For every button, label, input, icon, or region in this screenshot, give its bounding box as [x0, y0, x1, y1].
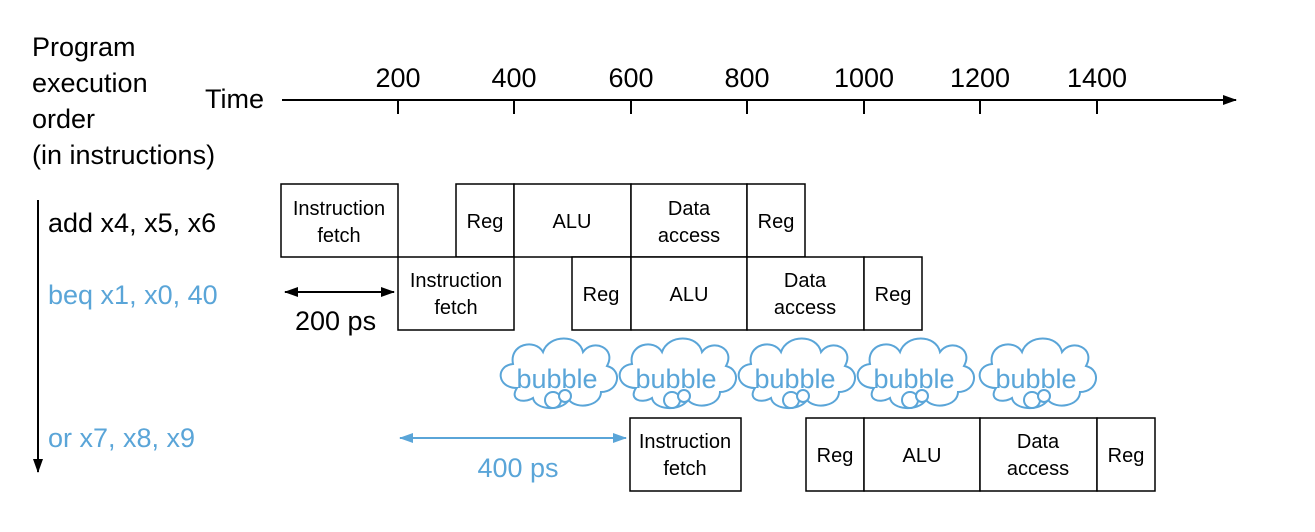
stage-label: ALU	[553, 211, 592, 233]
pipeline-row-add	[280, 183, 806, 258]
stage-reg-read	[805, 417, 865, 492]
stage-label: Data	[1017, 431, 1060, 453]
tick-label: 1200	[950, 63, 1010, 93]
stage-label: ALU	[903, 445, 942, 467]
stage-reg-read	[571, 256, 632, 331]
stage-label: Reg	[817, 445, 854, 467]
instruction-add: add x4, x5, x6	[48, 208, 216, 238]
tick-label: 200	[375, 63, 420, 93]
tick-label: 1000	[834, 63, 894, 93]
stage-alu	[630, 256, 748, 331]
stage-alu	[863, 417, 981, 492]
bubble-label: bubble	[995, 364, 1076, 394]
stage-data-access	[746, 256, 865, 331]
bubble-label: bubble	[873, 364, 954, 394]
bubble-label: bubble	[635, 364, 716, 394]
order-line-1: Program	[32, 32, 136, 62]
stage-label: Data	[784, 270, 827, 292]
order-line-3: order	[32, 104, 95, 134]
tick-label: 1400	[1067, 63, 1127, 93]
gap-400-label: 400 ps	[477, 453, 558, 483]
stage-label: access	[774, 297, 836, 319]
stage-label: Instruction	[410, 270, 502, 292]
bubble-label: bubble	[516, 364, 597, 394]
order-heading: Program execution order (in instructions…	[32, 32, 215, 170]
stage-label: access	[658, 225, 720, 247]
stage-label: Reg	[583, 284, 620, 306]
stage-label: Data	[668, 198, 711, 220]
stage-label: access	[1007, 458, 1069, 480]
stage-label: Instruction	[639, 431, 731, 453]
bubble-label: bubble	[754, 364, 835, 394]
stage-label: Reg	[467, 211, 504, 233]
instruction-or: or x7, x8, x9	[48, 423, 195, 453]
stage-label: Reg	[758, 211, 795, 233]
tick-label: 600	[608, 63, 653, 93]
stage-reg-write	[863, 256, 923, 331]
tick-label: 800	[724, 63, 769, 93]
time-ticks: 200 400 600 800 1000 1200 1400	[375, 63, 1127, 114]
stage-label: ALU	[670, 284, 709, 306]
stage-label: Reg	[1108, 445, 1145, 467]
gap-200-label: 200 ps	[295, 306, 376, 336]
stage-data-access	[979, 417, 1098, 492]
tick-label: 400	[491, 63, 536, 93]
stage-label: fetch	[434, 297, 477, 319]
stage-reg-write	[1096, 417, 1156, 492]
pipeline-row-beq	[397, 256, 923, 331]
order-line-4: (in instructions)	[32, 140, 215, 170]
pipeline-row-or	[629, 417, 1156, 492]
stage-label: fetch	[317, 225, 360, 247]
stage-instruction-fetch	[280, 183, 399, 258]
stage-label: Reg	[875, 284, 912, 306]
stage-label: fetch	[663, 458, 706, 480]
stage-instruction-fetch	[397, 256, 515, 331]
order-line-2: execution	[32, 68, 148, 98]
time-label: Time	[205, 84, 264, 114]
bubble-row: bubble bubble bubble bubble bubble	[499, 337, 1098, 410]
stage-instruction-fetch	[629, 417, 742, 492]
instruction-beq: beq x1, x0, 40	[48, 280, 218, 310]
stage-label: Instruction	[293, 198, 385, 220]
